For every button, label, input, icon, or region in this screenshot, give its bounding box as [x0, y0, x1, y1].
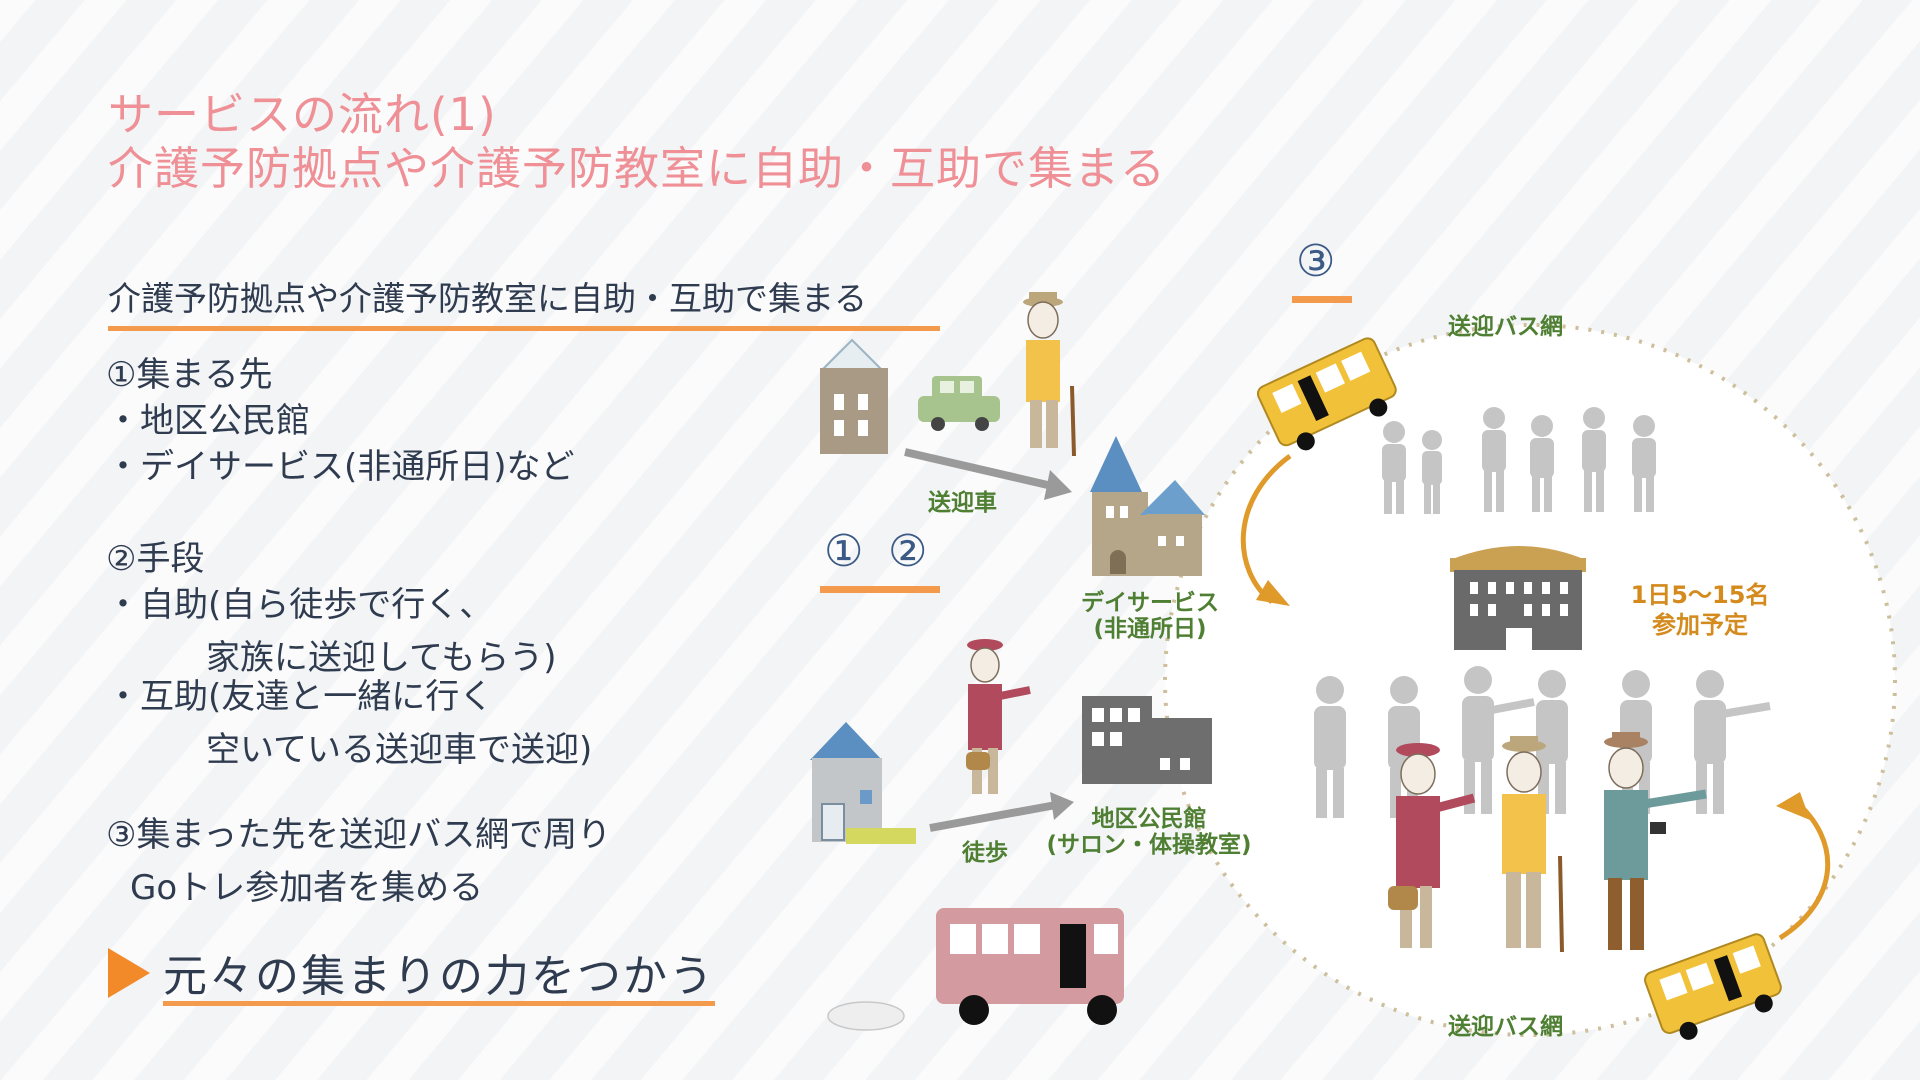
house-icon-2 [810, 722, 916, 844]
flow-number-1: ① [824, 526, 864, 577]
item3-cont: Goトレ参加者を集める [130, 868, 484, 908]
label-bus-network-bottom: 送迎バス網 [1448, 1014, 1563, 1040]
orange-curved-arrow-right [1776, 792, 1831, 941]
dayservice-building-icon [1090, 436, 1205, 576]
flow-number-3: ③ [1296, 236, 1336, 287]
woman-front-icon [1388, 743, 1476, 948]
elderly-man-icon [1023, 292, 1076, 457]
flow-number-3-underline [1292, 296, 1352, 303]
item2-bullet-a-cont: 家族に送迎してもらう) [206, 638, 557, 678]
section-heading: 介護予防拠点や介護予防教室に自助・互助で集まる [108, 272, 940, 331]
community-hall-icon [1082, 696, 1212, 784]
gathering-building-icon [1450, 546, 1586, 650]
house-icon-1 [819, 338, 888, 454]
arrow-triangle-icon [108, 948, 150, 998]
item1-heading: ①集まる先 [106, 355, 273, 395]
silhouette-group-top [1382, 407, 1656, 514]
label-participant-capacity: 1日5〜15名 参加予定 [1630, 581, 1770, 639]
yellow-bus-icon-bottom [1644, 933, 1782, 1040]
item2-bullet-a: ・自助(自ら徒歩で行く、 [106, 585, 494, 625]
label-pickup-car: 送迎車 [928, 490, 997, 516]
label-day-service: デイサービス (非通所日) [1081, 590, 1219, 642]
bus-network-circle [1163, 323, 1897, 1037]
item2-bullet-b-cont: 空いている送迎車で送迎) [206, 730, 593, 770]
page-title-line2: 介護予防拠点や介護予防教室に自助・互助で集まる [108, 142, 1167, 195]
flow-number-2: ② [888, 526, 928, 577]
man-front-icon [1502, 736, 1564, 953]
conclusion-underline [163, 1001, 715, 1006]
item1-bullet-b: ・デイサービス(非通所日)など [106, 447, 575, 487]
pink-bus-icon [827, 908, 1124, 1031]
man-camera-icon [1604, 732, 1707, 950]
car-icon [918, 376, 1000, 431]
item2-heading: ②手段 [106, 539, 205, 579]
page-title-line1: サービスの流れ(1) [108, 88, 497, 141]
item3-heading: ③集まった先を送迎バス網で周り [106, 815, 612, 855]
woman-walking-icon [966, 639, 1031, 794]
yellow-bus-icon-top [1256, 337, 1397, 451]
label-community-hall: 地区公民館 (サロン・体操教室) [1046, 806, 1252, 858]
label-bus-network-top: 送迎バス網 [1448, 314, 1563, 340]
orange-curved-arrow-left [1240, 453, 1292, 606]
arrow-to-hall-icon [929, 792, 1074, 832]
item2-bullet-b: ・互助(友達と一緒に行く [106, 677, 494, 717]
conclusion-text: 元々の集まりの力をつかう [163, 951, 715, 1002]
item1-bullet-a: ・地区公民館 [106, 401, 310, 441]
label-walking: 徒歩 [962, 840, 1008, 866]
arrow-to-dayservice-icon [904, 448, 1072, 500]
flow-number-12-underline [820, 586, 940, 593]
